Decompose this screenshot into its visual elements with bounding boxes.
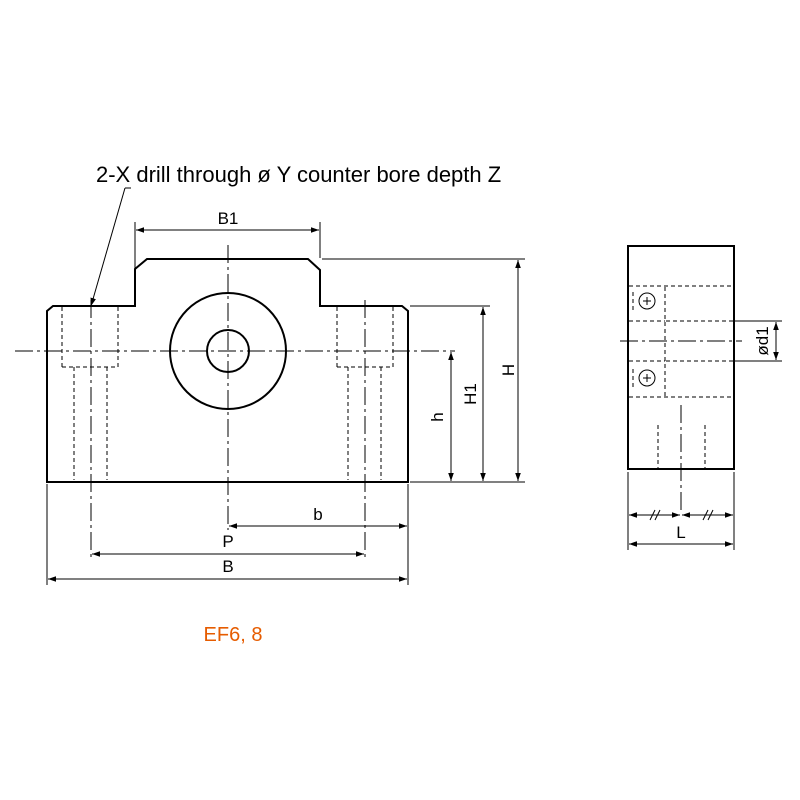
dimension-h-center: h xyxy=(428,352,454,481)
front-view xyxy=(15,245,455,560)
dimension-h-total-label: H xyxy=(499,364,518,376)
dimension-h1: H1 xyxy=(410,305,490,481)
dimension-b-total-label: B xyxy=(222,557,233,576)
hole-note-leader xyxy=(90,187,131,307)
dimension-d1: ød1 xyxy=(735,320,782,362)
dimension-b1-label: B1 xyxy=(218,209,239,228)
screw-symbol-top xyxy=(632,292,656,312)
left-counterbore-hidden xyxy=(61,307,119,480)
dimension-h-center-label: h xyxy=(428,412,447,421)
dimension-h1-label: H1 xyxy=(461,383,480,405)
dimension-b-total: B xyxy=(46,484,407,585)
dimension-d1-label: ød1 xyxy=(753,326,772,355)
hole-note-text: 2-X drill through ø Y counter bore depth… xyxy=(96,162,501,187)
dimension-l: L xyxy=(627,472,735,550)
symmetry-dimension xyxy=(629,509,733,521)
screw-symbol-bottom xyxy=(632,369,656,389)
dimension-l-label: L xyxy=(676,523,685,542)
model-label: EF6, 8 xyxy=(204,624,263,646)
dimension-b-small-label: b xyxy=(313,505,322,524)
dimension-b1: B1 xyxy=(134,209,321,300)
dimension-p-label: P xyxy=(222,532,233,551)
front-view-outline xyxy=(46,258,409,483)
dimension-h-total: H xyxy=(322,258,525,483)
dimension-b-small: b xyxy=(229,484,409,585)
dimension-p: P xyxy=(92,532,364,557)
side-view xyxy=(620,245,742,510)
